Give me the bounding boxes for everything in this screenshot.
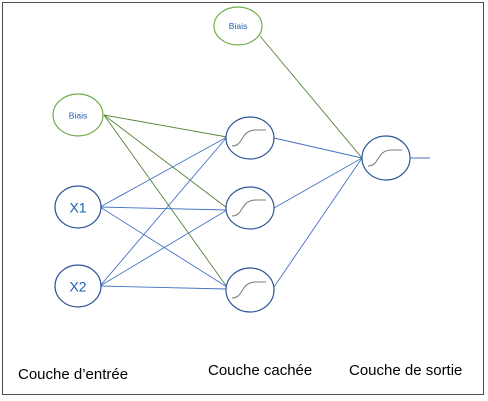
node-bias-hidden-label: Biais xyxy=(229,21,247,31)
connection-x2-to-hidden2 xyxy=(99,209,228,287)
hidden-neuron-3 xyxy=(225,267,275,313)
caption-hidden-layer: Couche cachée xyxy=(208,362,313,379)
node-bias-input-label: Biais xyxy=(69,111,87,121)
hidden-layer xyxy=(225,116,275,313)
hidden-neuron-2 xyxy=(225,186,275,230)
connection-x2-to-hidden3 xyxy=(99,285,228,290)
connection-bias-to-hidden1 xyxy=(103,114,228,138)
node-bias-input: Biais xyxy=(52,93,104,137)
connections xyxy=(99,35,430,290)
connection-hidden1-to-output xyxy=(273,137,363,159)
sigmoid-icon xyxy=(231,281,266,299)
caption-output-layer: Couche de sortie xyxy=(349,362,463,379)
connection-bias-to-hidden3 xyxy=(103,114,228,288)
input-layer: Biais X1 X2 xyxy=(52,93,104,308)
connection-x1-to-hidden3 xyxy=(99,206,228,288)
output-neuron xyxy=(361,135,411,181)
sigmoid-icon xyxy=(367,149,402,167)
connection-x2-to-hidden1 xyxy=(99,136,228,287)
node-x1: X1 xyxy=(54,185,102,229)
hidden-neuron-1 xyxy=(225,116,275,160)
node-bias-hidden: Biais xyxy=(213,6,263,46)
connection-x1-to-hidden1 xyxy=(99,136,228,208)
sigmoid-icon xyxy=(231,199,266,217)
caption-input-layer: Couche d’entrée xyxy=(18,366,129,383)
sigmoid-icon xyxy=(231,129,266,147)
connection-bias-to-hidden2 xyxy=(103,114,228,209)
connection-hidden3-to-output xyxy=(273,157,363,288)
node-x2: X2 xyxy=(54,264,102,308)
node-x1-label: X1 xyxy=(69,200,86,216)
connection-bias-hidden-to-output xyxy=(259,35,363,159)
node-x2-label: X2 xyxy=(69,279,86,295)
connection-x1-to-hidden2 xyxy=(99,206,228,211)
connection-hidden2-to-output xyxy=(273,157,363,209)
diagram-frame xyxy=(2,2,484,395)
